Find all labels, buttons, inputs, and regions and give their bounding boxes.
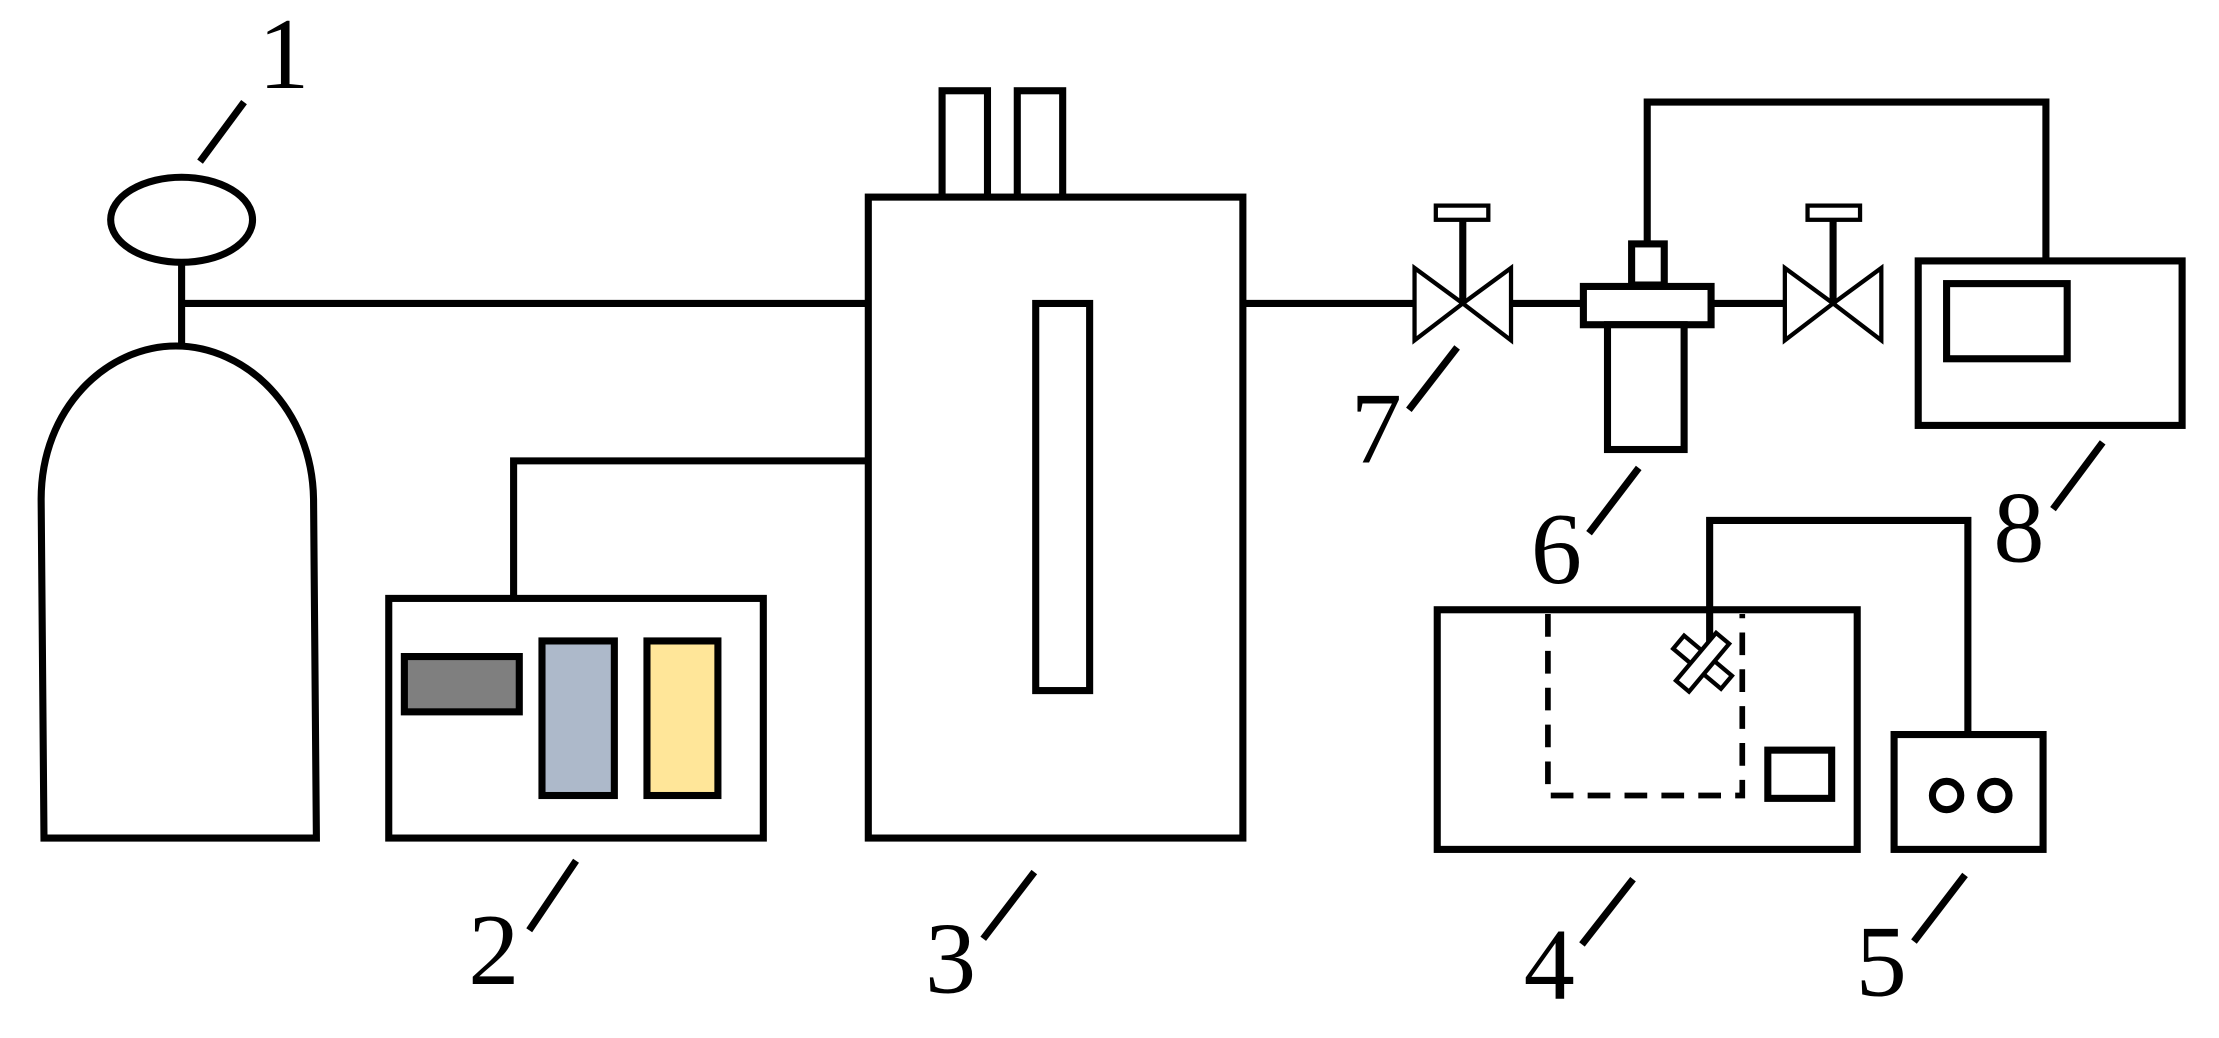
label-control-panel: 2 [468,894,519,1007]
wire-panel-tank [510,457,869,599]
connection-lines [178,98,2050,735]
component-labels: 1 2 3 4 5 6 7 8 [258,0,2044,1021]
stirrer-icon [1670,629,1735,695]
leader-7 [1406,345,1460,412]
label-valve: 7 [1351,372,1402,485]
needle-valve-icon[interactable] [1782,203,1884,345]
monitor-box [1914,257,2186,429]
panel-display [400,653,523,716]
filter [1579,240,1715,454]
control-panel [385,594,767,842]
controller-knob-left [1928,777,1965,814]
monitor-screen [1943,280,2071,363]
label-cylinder: 1 [258,0,309,111]
stirrer-controller [1890,730,2047,853]
tank-sight-window [1032,299,1094,695]
gas-cylinder [37,173,320,842]
wire-filter-monitor [1643,98,2050,261]
label-monitor: 8 [1993,472,2044,585]
valve-left-triangle [1412,263,1467,345]
leader-3 [980,869,1038,941]
filter-head [1579,282,1715,329]
tank-port-right [1013,87,1067,201]
leader-4 [1579,876,1636,947]
leader-8 [2050,440,2106,512]
controller-box [1890,730,2047,853]
leader-2 [526,858,579,933]
panel-yellow-module [643,637,722,800]
tank-body [864,193,1247,842]
bath-control-knob [1764,746,1836,802]
label-bath: 4 [1524,908,1575,1021]
panel-blue-module [538,637,618,800]
wire-stirrer-controller [1706,516,1972,735]
controller-knob-right [1977,777,2013,814]
filter-bowl [1603,321,1688,454]
label-filter: 6 [1531,493,1582,606]
valve-handle [1433,203,1491,222]
tank-port-left [938,87,992,201]
filter-cap [1628,240,1668,289]
regulator-gauge [107,173,257,266]
monitor [1914,257,2186,429]
valve-right-triangle [1459,263,1514,345]
valve2-left-triangle [1782,263,1837,345]
needle-valve-icon[interactable] [1412,203,1514,345]
valve2-handle [1805,203,1863,222]
water-bath [1433,606,1861,853]
leader-lines [197,99,2106,947]
leader-5 [1911,872,1968,944]
cylinder-body [37,342,320,842]
label-controller: 5 [1856,905,1907,1018]
label-tank: 3 [925,903,976,1016]
tank [864,87,1247,842]
bath-box [1433,606,1861,853]
control-panel-box [385,594,767,842]
leader-1 [197,99,247,164]
valve2-right-triangle [1829,263,1884,345]
leader-6 [1586,465,1642,536]
bath-inner-vessel [1545,614,1746,799]
